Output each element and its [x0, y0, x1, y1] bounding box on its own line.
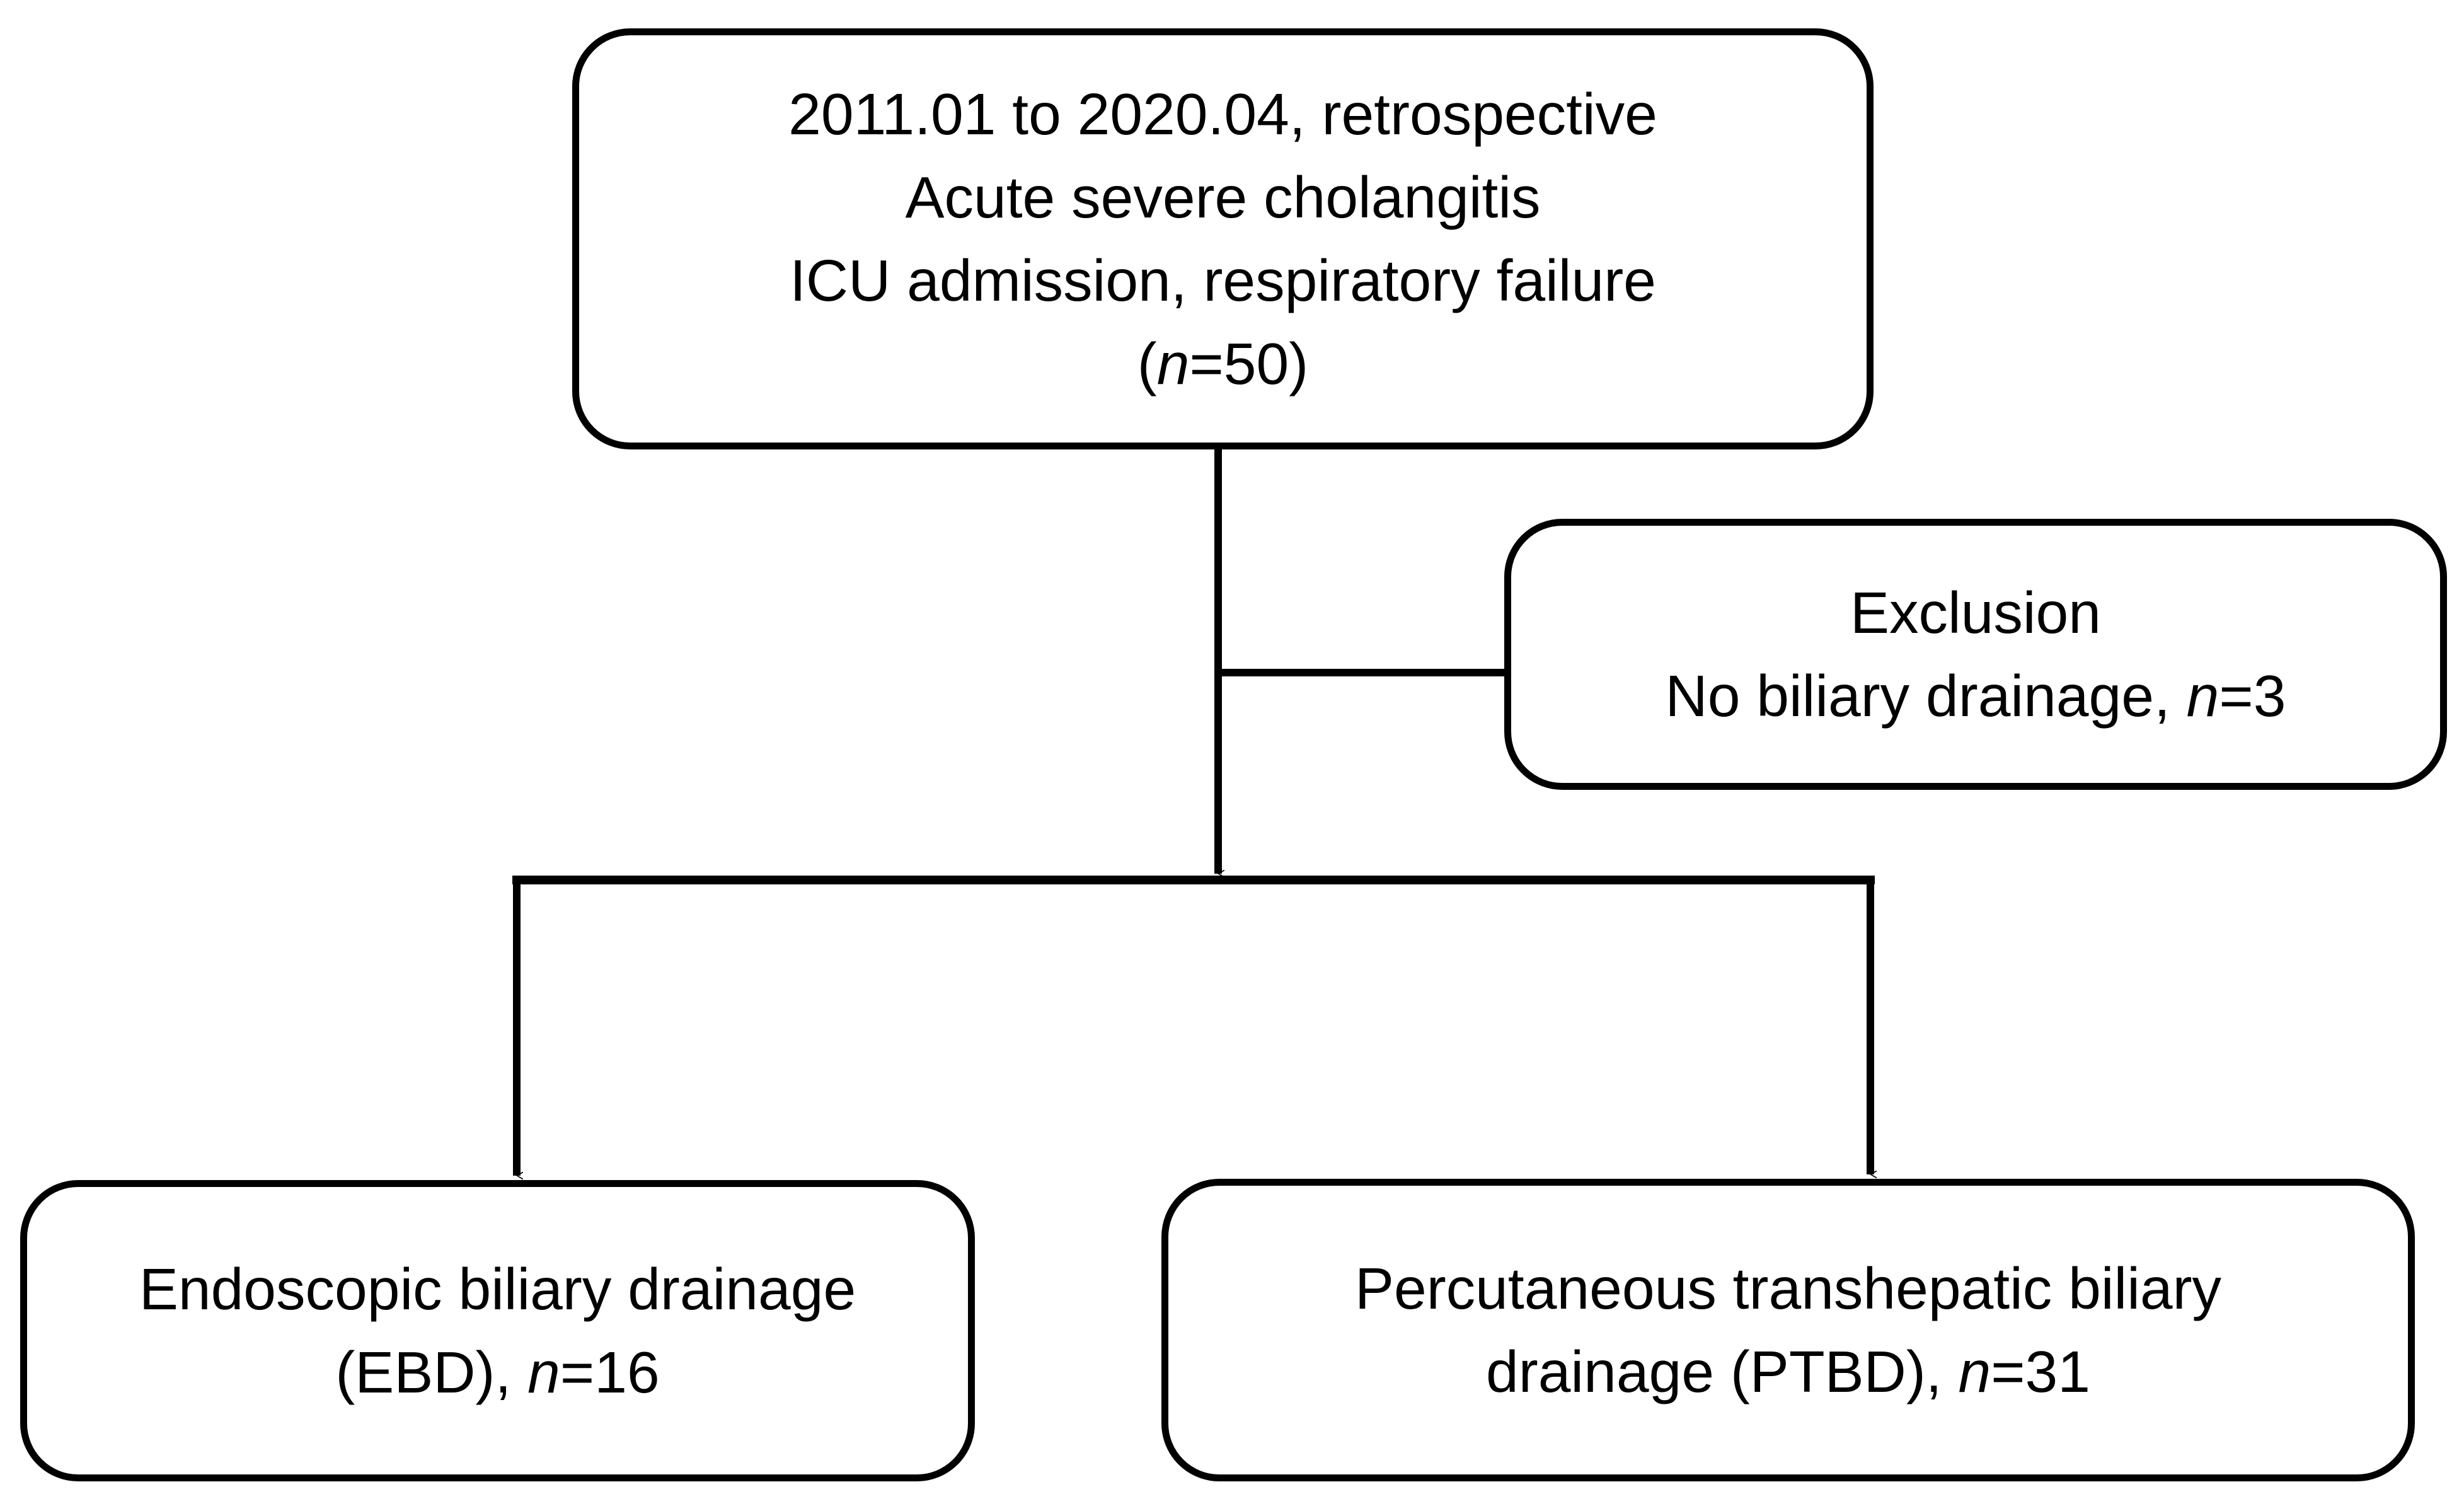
- node-source-cohort: 2011.01 to 2020.04, retrospective Acute …: [572, 28, 1874, 449]
- cohort-line-period: 2011.01 to 2020.04, retrospective: [788, 81, 1657, 147]
- node-endoscopic-biliary-drainage: Endoscopic biliary drainage (EBD), n=16: [20, 1180, 975, 1481]
- ptbd-abbrev-count: drainage (PTBD), n=31: [1486, 1330, 2090, 1413]
- ebd-count-value: =16: [560, 1340, 660, 1405]
- cohort-count-open: (: [1137, 331, 1157, 397]
- ptbd-count-value: =31: [1991, 1339, 2090, 1404]
- cohort-line-setting: ICU admission, respiratory failure: [790, 248, 1656, 313]
- cohort-line-condition: Acute severe cholangitis: [905, 164, 1541, 230]
- ebd-label: Endoscopic biliary drainage: [139, 1256, 856, 1322]
- ebd-abbrev-count: (EBD), n=16: [335, 1331, 659, 1414]
- node-exclusion: Exclusion No biliary drainage, n=3: [1504, 519, 2447, 790]
- exclusion-count-value: =3: [2219, 663, 2286, 729]
- ebd-abbrev: (EBD),: [335, 1340, 528, 1405]
- cohort-count-value: =50): [1189, 331, 1309, 397]
- ptbd-count-symbol: n: [1958, 1339, 1991, 1404]
- ebd-count-symbol: n: [527, 1340, 560, 1405]
- ptbd-label: Percutaneous transhepatic biliary: [1354, 1255, 2222, 1321]
- ptbd-abbrev: drainage (PTBD),: [1486, 1339, 1959, 1404]
- node-percutaneous-transhepatic-biliary-drainage: Percutaneous transhepatic biliary draina…: [1161, 1179, 2415, 1481]
- exclusion-count-symbol: n: [2186, 663, 2219, 729]
- cohort-count: (n=50): [1137, 322, 1308, 405]
- exclusion-reason: No biliary drainage, n=3: [1666, 654, 2286, 738]
- exclusion-reason-text: No biliary drainage,: [1665, 663, 2187, 729]
- cohort-count-symbol: n: [1156, 331, 1190, 397]
- exclusion-heading: Exclusion: [1850, 579, 2102, 646]
